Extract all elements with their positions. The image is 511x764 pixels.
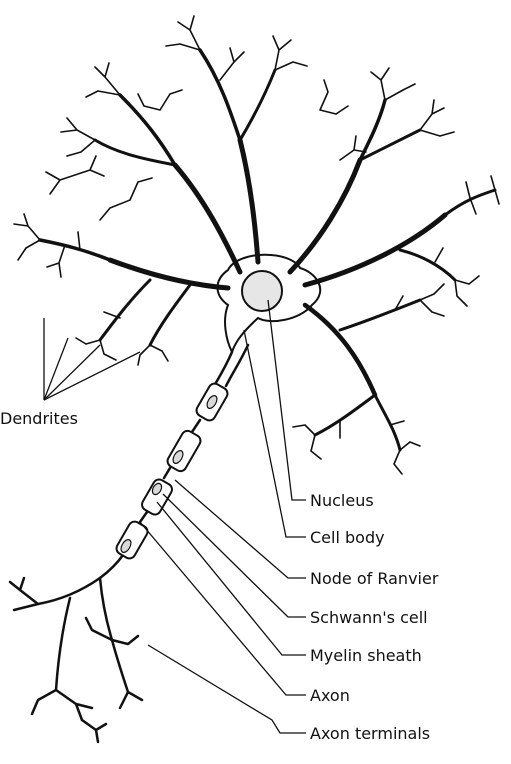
myelin-sheath xyxy=(115,382,229,560)
nucleus xyxy=(241,270,283,312)
axon-terminals xyxy=(8,576,144,744)
schwann-cell-nuclei xyxy=(120,395,218,553)
leader-lines xyxy=(43,299,306,734)
label-cell-body: Cell body xyxy=(310,528,385,547)
dendrites xyxy=(38,48,497,452)
label-axon-terminals: Axon terminals xyxy=(310,724,430,743)
label-axon: Axon xyxy=(310,686,350,705)
dendrite-branches xyxy=(13,15,500,475)
label-schwanns-cell: Schwann's cell xyxy=(310,608,428,627)
label-node-of-ranvier: Node of Ranvier xyxy=(310,569,439,588)
label-nucleus: Nucleus xyxy=(310,491,374,510)
label-dendrites: Dendrites xyxy=(0,409,78,428)
label-myelin-sheath: Myelin sheath xyxy=(310,646,422,665)
